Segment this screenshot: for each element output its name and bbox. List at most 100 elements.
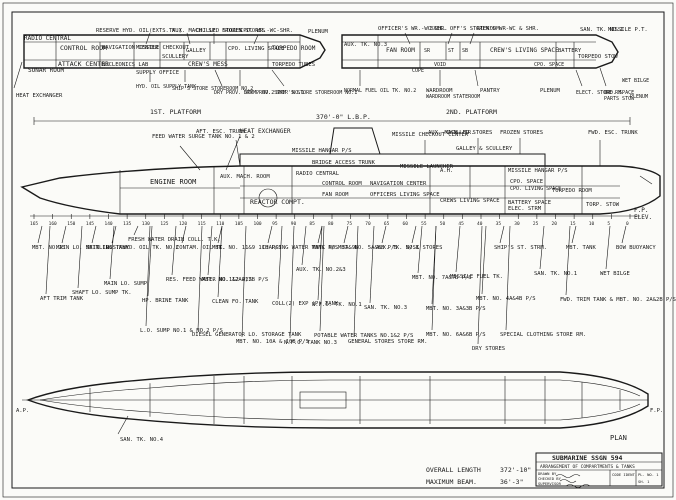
callout-leader	[477, 225, 483, 345]
tank-shaft-lo-sump: SHAFT LO. SUMP TK.	[72, 290, 132, 296]
tank-sk-stores: S/SK STORES	[406, 245, 442, 251]
prof-missile-hangar-aft: MISSILE HANGAR P/S	[292, 148, 352, 154]
overall-length-value: 372'-10"	[500, 466, 531, 474]
p2-elect-store-rm: ELECT. STORE RM.	[576, 90, 624, 96]
frame-label: 100	[254, 221, 262, 227]
plan-label: PLAN	[610, 434, 627, 442]
overall-length-label: OVERALL LENGTH	[426, 466, 481, 474]
callout-leader	[109, 225, 115, 280]
tank-hp-brine: HP. BRINE TANK	[142, 298, 189, 304]
plan-bulkheads	[89, 376, 621, 424]
tank-nfo-1: N.F.O. TK. NO.1	[312, 302, 362, 308]
tank-special-clothing: SPECIAL CLOTHING STORE RM.	[500, 332, 586, 338]
callout-leader	[353, 225, 359, 338]
p2-sr: SR	[424, 48, 431, 54]
prof-officers-living: OFFICERS LIVING SPACE	[370, 192, 440, 198]
tank-mbt-4a-4b: MBT. NO. 4A&4B P/S	[476, 296, 536, 302]
plan-inner-line-port	[39, 379, 641, 401]
tank-mbt-3a-9b: MBT. NO. 3A&9B	[312, 245, 359, 251]
frame-label: 10	[589, 221, 595, 227]
p1-control-room: CONTROL ROOM	[60, 44, 107, 52]
p2-sb: SB	[462, 48, 468, 54]
tank-main-lo: MAIN LO. TK.	[86, 245, 126, 251]
p1-torpedo-tubes: TORPEDO TUBES	[272, 62, 315, 68]
prof-control-room: CONTROL ROOM	[322, 181, 362, 187]
prof-ah: A.H.	[440, 168, 453, 174]
sail-outline	[329, 127, 381, 155]
tank-mbt-10a-10b: MBT. NO. 10A & 10B P/S	[236, 339, 309, 345]
p1-cpo-wr-wc-shr: CPO. WR.-WC-SHR.	[240, 28, 293, 34]
p2-wet-bilge: WET BILGE	[622, 78, 649, 84]
frame-label: 130	[142, 221, 150, 227]
first-platform-outline	[23, 34, 326, 69]
p2-cope: COPE	[412, 68, 424, 74]
prof-engine-room: ENGINE ROOM	[150, 178, 196, 186]
p2-normal-fuel-oil: NORMAL FUEL OIL TK. NO.2	[344, 88, 416, 94]
prof-bridge-access-trunk: BRIDGE ACCESS TRUNK	[312, 160, 376, 166]
drawn-signature	[555, 474, 581, 478]
title-block-drawn: DRAWN BY	[538, 471, 557, 476]
p1-scullery: SCULLERY	[162, 54, 189, 60]
p1-crews-mess: CREW'S MESS	[188, 61, 228, 68]
plan-fp: F.P.	[650, 408, 663, 414]
profile-hull	[20, 165, 661, 215]
prof-heat-exchanger: HEAT EXCHANGER	[240, 128, 291, 135]
p2-wardroom-stateroom: WARDROOM STATEROOM	[426, 94, 480, 100]
frame-label: 5	[607, 221, 610, 227]
p1-radio-central: RADIO CENTRAL	[24, 35, 71, 42]
tank-contam-oil: CONTAM. OIL TK.	[176, 245, 226, 251]
callout-leader	[499, 225, 505, 244]
p2-ord-space: ORD. SPACE	[604, 90, 634, 96]
plan-san-tk-4: SAN. TK. NO.4	[120, 437, 164, 443]
p2-fan-room: FAN ROOM	[386, 47, 415, 54]
p1-hyd-oil-supply-tank: HYD. OIL SUPPLY TANK	[136, 84, 196, 90]
p2-plenum-lower: PLENUM	[540, 88, 561, 94]
p1-reserve-hyd-oil: RESERVE HYD. OIL(EXTS.TK.)	[96, 28, 182, 34]
prof-torp-stow: TORP. STOW	[586, 202, 620, 208]
prof-cpo-living-space: CPO. LIVING SPACE	[510, 186, 561, 192]
tank-mbt-15: MBT. NO.15	[32, 245, 65, 251]
p1-galley: GALLEY	[186, 48, 207, 54]
frame-label: 105	[235, 221, 243, 227]
callout-leader	[411, 225, 417, 244]
p1-nucleonics-lab: NUCLEONICS LAB	[102, 62, 149, 68]
tank-mbt-5a-8b: MBT. NO. 5A&8B P/S	[338, 245, 398, 251]
tank-aux-tk-2-3: AUX. TK. NO.2&3	[296, 267, 346, 273]
tank-diesel-gen-lo: DIESEL GENERATOR LO. STORAGE TANK	[192, 332, 302, 338]
prof-feed-water-surge: FEED WATER SURGE TANK NO. 1 & 2	[152, 134, 255, 140]
callout-leader	[171, 225, 177, 276]
title-block-checked: CHECKED BY	[538, 476, 562, 481]
callout-leader	[45, 225, 51, 295]
p2-torpedo-stow: TORPEDO STOW	[578, 54, 618, 60]
callout-leader	[217, 225, 223, 298]
title-block-code-ident: CODE IDENT.	[612, 472, 637, 477]
p1-supply-office: SUPPLY OFFICE	[136, 70, 179, 76]
tank-san-tk-1: SAN. TK. NO.1	[534, 271, 577, 277]
prof-battery-space: BATTERY SPACE	[508, 200, 551, 206]
frame-label: 115	[198, 221, 206, 227]
p1-dry-prov-strm-1: DRY PROV. STRM. NO.1	[244, 90, 304, 96]
callout-leader	[381, 225, 387, 244]
callout-leader	[565, 225, 571, 296]
p2-missile-pt: MISSILE P.T.	[608, 27, 648, 33]
frame-label: 50	[440, 221, 446, 227]
tank-fwd-trim: FWD. TRIM TANK & MBT. NO. 2A&2B P/S	[560, 297, 676, 303]
tank-main-lo-sump: MAIN LO. SUMP	[104, 281, 148, 287]
frame-label: 80	[328, 221, 334, 227]
tank-san-tk-3: SAN. TK. NO.3	[364, 305, 407, 311]
tank-lo-sump-1-2: L.O. SUMP NO.1 & NO.2 P/S	[140, 328, 223, 334]
frame-label: 90	[291, 221, 297, 227]
callout-leader	[431, 225, 437, 331]
prof-fan-room: FAN ROOM	[322, 192, 349, 198]
tank-aft-trim: AFT TRIM TANK	[40, 296, 84, 302]
frame-label: 95	[272, 221, 278, 227]
frame-label: 75	[347, 221, 353, 227]
callout-leader	[91, 225, 97, 244]
prof-crews-living: CREWS LIVING SPACE	[440, 198, 500, 204]
callout-leader	[181, 225, 187, 244]
prof-reactor-compt: REACTOR COMPT.	[250, 198, 305, 206]
callout-leader	[317, 225, 323, 244]
callout-leader	[61, 225, 67, 244]
